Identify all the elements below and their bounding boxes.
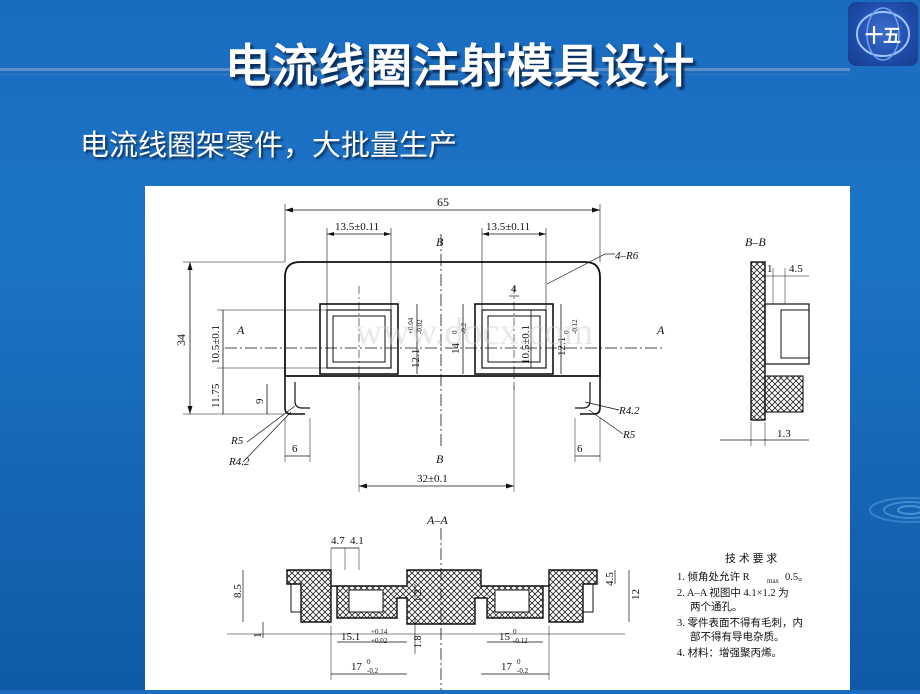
section-b-top: B xyxy=(436,235,444,249)
dim-13-5-right: 13.5±0.11 xyxy=(486,221,530,233)
aa-dim-17-right: 17 xyxy=(501,661,513,673)
note-3a: 3. 零件表面不得有毛刺，内 xyxy=(677,616,803,629)
note-2b: 两个通孔。 xyxy=(690,600,743,613)
school-logo-icon: 十五 xyxy=(848,2,918,66)
bb-dim-4-5: 4.5 xyxy=(789,263,803,275)
aa-dim-15-1: 15.1 xyxy=(341,631,360,643)
bb-dim-1-3: 1.3 xyxy=(777,428,791,440)
dim-4: 4 xyxy=(511,283,517,295)
slide-subtitle: 电流线圈架零件，大批量生产 xyxy=(80,128,458,162)
dim-4-r6: 4–R6 xyxy=(615,250,639,262)
note-2a: 2. A–A 视图中 4.1×1.2 为 xyxy=(677,586,789,599)
aa-dim-8-5: 8.5 xyxy=(232,584,244,598)
aa-dim-17-left: 17 xyxy=(351,661,363,673)
tol-c-up: 0 xyxy=(563,330,571,334)
aa-dim-1: 1 xyxy=(252,633,264,639)
tol-b-down: -0.2 xyxy=(460,322,468,334)
aa-tol-17-up-left: 0 xyxy=(367,658,371,666)
aa-tol-15-up: 0 xyxy=(513,628,517,636)
note-3b: 部不得有导电杂质。 xyxy=(690,630,785,643)
aa-dim-1-8: 1.8 xyxy=(413,636,424,649)
dim-9: 9 xyxy=(254,398,266,404)
section-a-right: A xyxy=(656,323,665,337)
aa-tol-17-down-right: -0.2 xyxy=(517,667,529,675)
section-aa-view: A–A 4.7 4.1 8.5 1 1.2 1.8 15.1 +0.14 +0.… xyxy=(227,513,642,690)
section-bb-label: B–B xyxy=(745,235,766,249)
aa-dim-4-7: 4.7 xyxy=(331,535,345,547)
aa-tol-15-1-up: +0.14 xyxy=(371,628,388,636)
dim-12-1-left: 12.1 xyxy=(410,349,422,368)
water-ripple-decoration xyxy=(869,497,920,523)
dim-65: 65 xyxy=(437,195,449,209)
aa-dim-1-2: 1.2 xyxy=(413,590,424,603)
engineering-drawing: 65 13.5±0.11 13.5±0.11 4–R6 4 34 10.5±0.… xyxy=(145,186,850,690)
tol-c-down: -0.12 xyxy=(571,319,579,334)
dim-r5-left: R5 xyxy=(230,435,244,447)
section-bb-view: B–B 1 4.5 1.3 xyxy=(720,235,810,446)
dim-13-5-left: 13.5±0.11 xyxy=(335,221,379,233)
front-view: 65 13.5±0.11 13.5±0.11 4–R6 4 34 10.5±0.… xyxy=(174,195,665,492)
logo-text: 十五 xyxy=(865,25,901,46)
aa-tol-17-up-right: 0 xyxy=(517,658,521,666)
section-a-left: A xyxy=(236,323,245,337)
note-1-tail: 0.5。 xyxy=(785,572,809,583)
aa-dim-15: 15 xyxy=(499,631,511,643)
dim-32: 32±0.1 xyxy=(417,473,448,485)
section-aa-label: A–A xyxy=(426,513,448,527)
dim-12-1-right: 12.1 xyxy=(556,337,568,356)
aa-dim-12: 12 xyxy=(630,589,642,600)
watermark: www.docx.com xyxy=(355,311,593,353)
tol-a-down: -0.02 xyxy=(416,319,424,334)
dim-6-right: 6 xyxy=(577,443,583,455)
dim-6-left: 6 xyxy=(292,443,298,455)
dim-10-5-left: 10.5±0.1 xyxy=(210,325,222,364)
title-underline xyxy=(0,68,850,71)
tol-b-up: 0 xyxy=(451,330,459,334)
aa-dim-4-5: 4.5 xyxy=(604,572,616,586)
aa-tol-17-down-left: -0.2 xyxy=(367,667,379,675)
note-1-sub: max xyxy=(767,577,780,585)
dim-14: 14 xyxy=(450,343,462,355)
dim-11-75: 11.75 xyxy=(210,383,222,408)
aa-dim-4-1: 4.1 xyxy=(350,535,364,547)
title-underline-thin xyxy=(0,74,850,75)
notes-heading: 技 术 要 求 xyxy=(725,552,777,565)
dim-r5-right: R5 xyxy=(622,429,636,441)
aa-tol-15-down: -0.12 xyxy=(513,637,528,645)
note-1: 1. 倾角处允许 R xyxy=(677,570,750,583)
tol-a-up: +0.04 xyxy=(407,317,415,334)
technical-notes: 技 术 要 求 1. 倾角处允许 R max 0.5。 2. A–A 视图中 4… xyxy=(677,552,809,659)
slide-title: 电流线圈注射模具设计 xyxy=(225,39,695,93)
bb-dim-1: 1 xyxy=(767,263,773,275)
note-4: 4. 材料：增强聚丙烯。 xyxy=(677,646,782,659)
dim-34: 34 xyxy=(174,334,188,346)
aa-tol-15-1-down: +0.02 xyxy=(371,637,388,645)
section-b-bottom: B xyxy=(436,452,444,466)
dim-r4-2-right: R4.2 xyxy=(618,405,640,417)
dim-r4-2-left: R4.2 xyxy=(228,456,250,468)
dim-10-5-right: 10.5±0.1 xyxy=(520,325,532,364)
